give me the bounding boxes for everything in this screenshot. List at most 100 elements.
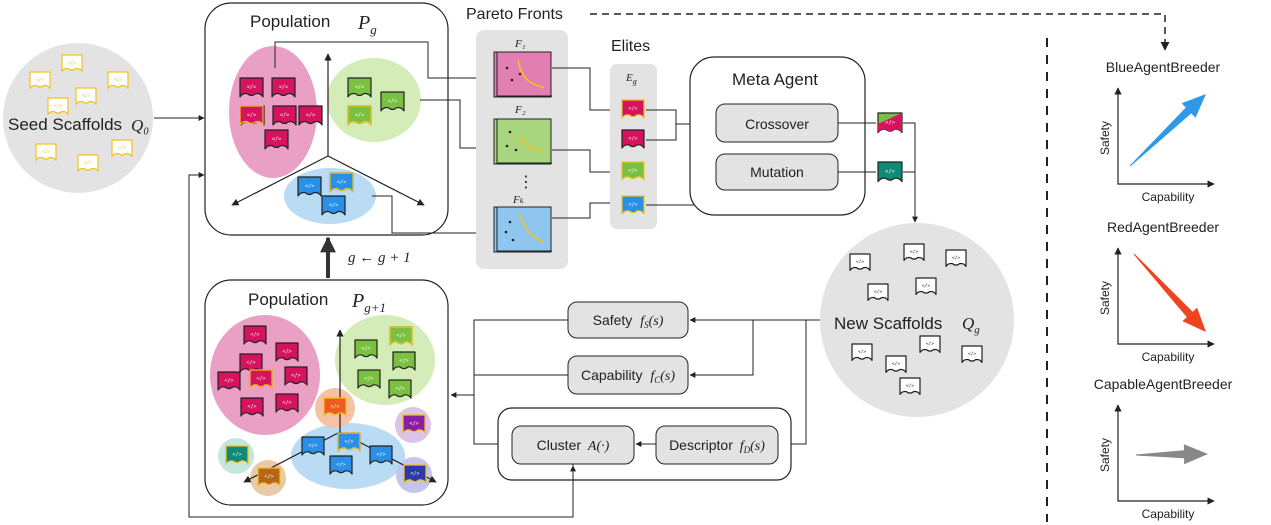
descriptor-box bbox=[655, 425, 779, 465]
new-to-capability-arrow bbox=[689, 320, 754, 378]
front-plot-k bbox=[493, 206, 552, 253]
pink-elite-icon: </> bbox=[239, 105, 264, 126]
elite-icons: </></></></> bbox=[621, 99, 645, 215]
breeders-panel: BlueAgentBreederSafetyCapabilityRedAgent… bbox=[1094, 59, 1233, 521]
svg-text:</>: </> bbox=[355, 84, 365, 90]
new-scaffold-icon: </> bbox=[915, 277, 937, 295]
pink-scaffold-icon: </> bbox=[264, 129, 289, 150]
pink-scaffold-icon: </> bbox=[275, 342, 299, 362]
generation-update-label: g ← g + 1 bbox=[348, 250, 411, 266]
svg-text:</>: </> bbox=[232, 452, 241, 458]
elites: Elites Eg </></></></> bbox=[610, 38, 657, 229]
svg-text:</>: </> bbox=[264, 474, 273, 480]
svg-text:</>: </> bbox=[952, 255, 961, 261]
svg-text:</>: </> bbox=[399, 358, 408, 364]
svg-text:</>: </> bbox=[885, 120, 896, 126]
f2-to-elite-line bbox=[552, 149, 616, 173]
elite2-join-line bbox=[646, 124, 677, 141]
new-scaffold-icon: </> bbox=[899, 377, 921, 395]
meta-agent-title: Meta Agent bbox=[732, 70, 818, 89]
breeder-direction-arrow bbox=[1129, 94, 1206, 167]
svg-text:</>: </> bbox=[247, 84, 257, 90]
breeder-direction-arrow bbox=[1136, 444, 1208, 465]
svg-text:</>: </> bbox=[361, 346, 370, 352]
fk-to-elite-line bbox=[552, 202, 616, 219]
new-scaffold-icons: </></></></></></></></></></> bbox=[849, 243, 983, 395]
svg-text:</>: </> bbox=[376, 452, 385, 458]
seed-scaffold-icon: </> bbox=[75, 87, 97, 105]
navy-scaffold-icon: </> bbox=[403, 464, 427, 484]
cluster-label: Cluster A(·) bbox=[537, 437, 610, 454]
green-elite-icon: </> bbox=[347, 105, 372, 126]
svg-text:</>: </> bbox=[388, 98, 398, 104]
offspring-to-new-arrow bbox=[903, 122, 918, 223]
svg-text:</>: </> bbox=[856, 259, 865, 265]
new-scaffold-icon: </> bbox=[867, 283, 889, 301]
svg-text:</>: </> bbox=[922, 283, 931, 289]
population-bottom-symbol: Pg+1 bbox=[351, 290, 386, 315]
new-scaffold-icon: </> bbox=[945, 249, 967, 267]
mutation-child-icon: </> bbox=[877, 161, 903, 183]
blue-scaffold-icon: </> bbox=[329, 455, 353, 475]
svg-text:</>: </> bbox=[874, 289, 883, 295]
breeder-axes bbox=[1114, 404, 1215, 505]
evaluators-to-population-arrow bbox=[450, 392, 498, 445]
svg-text:</>: </> bbox=[279, 84, 289, 90]
green-scaffold-icon: </> bbox=[347, 77, 372, 98]
svg-text:</>: </> bbox=[926, 341, 935, 347]
seed-scaffolds-group: </></></></></></></></> Seed Scaffolds … bbox=[3, 43, 153, 193]
breeder-direction-arrow bbox=[1133, 253, 1206, 332]
crossover-child-icon: </> bbox=[877, 112, 903, 134]
svg-text:</>: </> bbox=[282, 349, 291, 355]
svg-text:</>: </> bbox=[395, 386, 404, 392]
svg-text:</>: </> bbox=[410, 471, 419, 477]
svg-text:</>: </> bbox=[282, 400, 291, 406]
mutation-label: Mutation bbox=[750, 164, 804, 180]
capability-label: Capability fC(s) bbox=[581, 367, 675, 385]
elite-pink-icon: </> bbox=[621, 129, 645, 149]
orange-scaffold-icon: </> bbox=[323, 397, 347, 417]
meta-agent: Meta Agent Crossover Mutation bbox=[689, 56, 866, 216]
green-cluster-next bbox=[335, 315, 435, 405]
breeder-y-label: Safety bbox=[1098, 281, 1112, 315]
front-label-2: F₂ bbox=[514, 104, 526, 116]
new-scaffolds-circle bbox=[820, 223, 1014, 417]
elite-green-icon: </> bbox=[621, 161, 645, 181]
svg-text:</>: </> bbox=[409, 421, 418, 427]
svg-text:</>: </> bbox=[336, 462, 345, 468]
green-scaffold-icon: </> bbox=[354, 339, 378, 359]
pink-scaffold-icon: </> bbox=[275, 393, 299, 413]
blue-scaffold-icon: </> bbox=[321, 195, 346, 216]
pink-scaffold-icon: </> bbox=[272, 105, 297, 126]
breeder-y-label: Safety bbox=[1098, 438, 1112, 472]
svg-text:</>: </> bbox=[968, 351, 977, 357]
breeder-x-label: Capability bbox=[1142, 507, 1195, 521]
population-bottom-icons: </></></></></></></></></></></></></><… bbox=[217, 325, 427, 487]
svg-text:</>: </> bbox=[308, 443, 317, 449]
blue-to-fk-arrow bbox=[372, 195, 493, 236]
new-scaffold-icon: </> bbox=[919, 335, 941, 353]
pareto-fronts: Pareto Fronts F₁ F₂ Fₖ ⋮ bbox=[466, 6, 568, 269]
crossover-label: Crossover bbox=[745, 116, 809, 132]
breeder-name: RedAgentBreeder bbox=[1107, 219, 1219, 235]
breeder-axes bbox=[1114, 247, 1215, 348]
green-scaffold-icon: </> bbox=[380, 91, 405, 112]
pink-scaffold-icon: </> bbox=[239, 353, 263, 373]
svg-text:</>: </> bbox=[82, 93, 91, 99]
seed-scaffold-icon: </> bbox=[111, 139, 133, 157]
svg-text:</>: </> bbox=[68, 60, 77, 66]
svg-text:</>: </> bbox=[364, 376, 373, 382]
breeder-axes bbox=[1114, 87, 1215, 188]
svg-text:</>: </> bbox=[250, 332, 259, 338]
pareto-title: Pareto Fronts bbox=[466, 6, 563, 23]
seed-scaffolds-label: Seed Scaffolds bbox=[8, 115, 122, 134]
svg-text:</>: </> bbox=[628, 168, 637, 174]
pink-scaffold-icon: </> bbox=[239, 77, 264, 98]
blue-elite-icon: </> bbox=[337, 432, 361, 452]
pink-scaffold-icon: </> bbox=[217, 371, 241, 391]
brown-scaffold-icon: </> bbox=[257, 467, 281, 487]
svg-text:</>: </> bbox=[272, 136, 282, 142]
